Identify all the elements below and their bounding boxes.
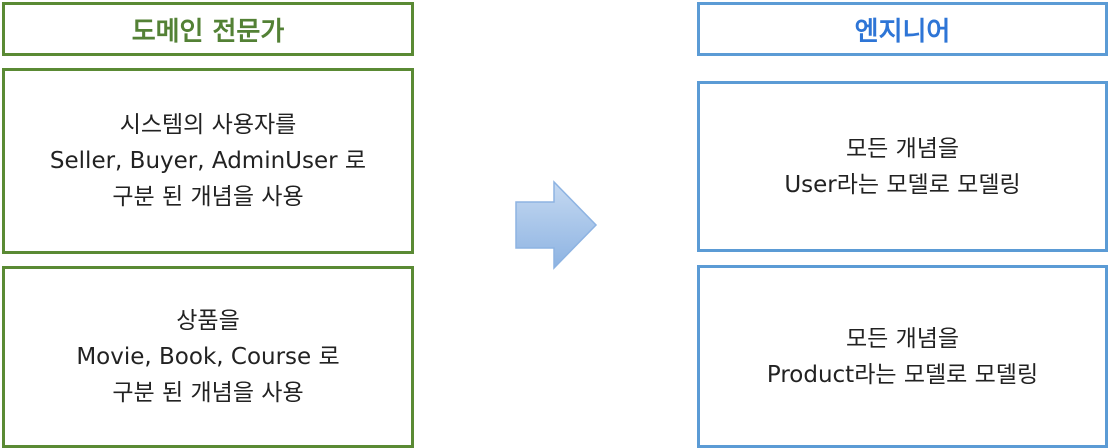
box-text-line: Movie, Book, Course 로: [76, 344, 340, 370]
engineer-title: 엔지니어: [854, 16, 951, 47]
engineer-product-model-box: 모든 개념을 Product라는 모델로 모델링: [697, 265, 1108, 448]
domain-expert-title: 도메인 전문가: [131, 16, 285, 47]
right-arrow-icon: [515, 180, 598, 270]
box-text-line: User라는 모델로 모델링: [784, 171, 1021, 198]
domain-product-concept-box: 상품을 Movie, Book, Course 로 구분 된 개념을 사용: [2, 266, 414, 448]
box-text-line: Seller, Buyer, AdminUser 로: [49, 148, 367, 174]
domain-user-concept-box: 시스템의 사용자를 Seller, Buyer, AdminUser 로 구분 …: [2, 68, 414, 254]
engineer-header: 엔지니어: [697, 2, 1108, 56]
box-text-line: 상품을: [176, 308, 240, 334]
domain-expert-header: 도메인 전문가: [2, 2, 414, 56]
box-text-line: 모든 개념을: [845, 325, 960, 352]
box-text-line: 시스템의 사용자를: [119, 112, 297, 138]
engineer-user-model-box: 모든 개념을 User라는 모델로 모델링: [697, 81, 1108, 252]
box-text-line: 구분 된 개념을 사용: [112, 380, 304, 406]
box-text-line: 모든 개념을: [845, 135, 960, 162]
box-text-line: Product라는 모델로 모델링: [766, 361, 1039, 388]
box-text-line: 구분 된 개념을 사용: [112, 184, 304, 210]
